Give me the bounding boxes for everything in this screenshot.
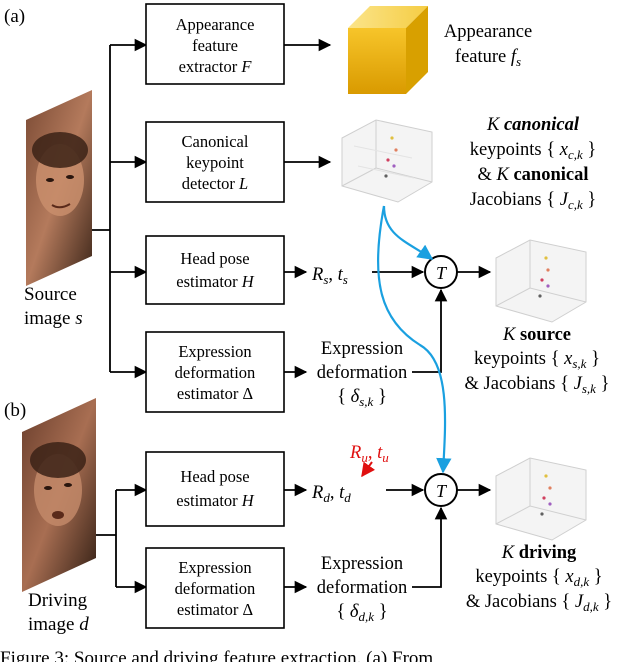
svg-text:keypoints { xd,k }: keypoints { xd,k } [475, 567, 602, 589]
svg-text:Head pose: Head pose [180, 467, 249, 486]
panel-label-b: (b) [4, 400, 26, 421]
expression-deformation-source-label: Expression deformation { δs,k } [317, 339, 407, 409]
appearance-extractor-box: Appearance feature extractor F [145, 3, 285, 85]
source-branch-lines [92, 38, 148, 379]
figure-caption: Figure 3: Source and driving feature ext… [0, 648, 433, 662]
svg-text:Expression: Expression [178, 558, 251, 577]
svg-text:Expression: Expression [321, 554, 403, 574]
driving-keypoints-plot [495, 457, 587, 541]
svg-text:Appearance: Appearance [176, 15, 255, 34]
driving-image-label-1: Driving [28, 590, 88, 611]
expression-estimator-source-box: Expression deformation estimator Δ [145, 331, 285, 413]
arrow-exprd-to-T [412, 506, 448, 588]
svg-text:Expression: Expression [321, 339, 403, 359]
svg-text:Head pose: Head pose [180, 249, 249, 268]
expression-deformation-driving-label: Expression deformation { δd,k } [317, 554, 407, 624]
driving-face-image [22, 398, 96, 592]
arrow-exprs-to-T [412, 288, 448, 373]
svg-text:keypoints { xs,k }: keypoints { xs,k } [474, 349, 600, 371]
svg-text:Canonical: Canonical [182, 132, 249, 151]
svg-text:Jacobians { Jc,k }: Jacobians { Jc,k } [470, 190, 597, 212]
svg-text:deformation: deformation [317, 578, 407, 598]
svg-text:& Jacobians { Jd,k }: & Jacobians { Jd,k } [466, 592, 612, 614]
source-image-label-2: image s [24, 308, 83, 329]
source-keypoints-plot [495, 239, 587, 323]
head-pose-estimator-source-box: Head pose estimator H [145, 235, 285, 305]
head-pose-estimator-driving-box: Head pose estimator H [145, 451, 285, 527]
blue-arrow-canonical-to-driving-T [376, 205, 452, 474]
svg-text:feature: feature [192, 36, 238, 55]
svg-text:K canonical: K canonical [486, 115, 580, 135]
svg-text:{ δd,k }: { δd,k } [336, 602, 387, 624]
transform-node-source: T [424, 255, 458, 289]
source-image-label-1: Source [24, 284, 77, 305]
canonical-keypoints-plot [341, 119, 433, 203]
canonical-keypoint-detector-box: Canonical keypoint detector L [145, 121, 285, 203]
appearance-feature-label-1: Appearance [444, 22, 532, 42]
expression-estimator-driving-box: Expression deformation estimator Δ [145, 547, 285, 629]
canonical-keypoints-label: K canonical keypoints { xc,k } & K canon… [470, 115, 597, 212]
svg-text:K driving: K driving [501, 543, 577, 563]
red-arrow-ru-to-rd [361, 461, 376, 478]
driving-image-label-2: image d [28, 614, 89, 635]
panel-label-a: (a) [4, 6, 25, 27]
rs-ts-label: Rs, ts [311, 265, 348, 287]
svg-text:deformation: deformation [175, 579, 256, 598]
appearance-feature-label-2: feature fs [455, 47, 521, 69]
svg-text:{ δs,k }: { δs,k } [337, 387, 387, 409]
svg-text:T: T [436, 263, 448, 283]
svg-text:estimator H: estimator H [176, 491, 255, 510]
svg-text:detector L: detector L [182, 174, 248, 193]
transform-node-driving: T [424, 473, 458, 507]
blue-arrow-canonical-to-source-T [382, 205, 434, 260]
driving-keypoints-label: K driving keypoints { xd,k } & Jacobians… [466, 543, 612, 614]
ru-tu-label: Ru, tu [349, 443, 389, 465]
svg-text:T: T [436, 481, 448, 501]
svg-text:deformation: deformation [175, 363, 256, 382]
source-face-image [26, 90, 92, 286]
svg-text:estimator H: estimator H [176, 272, 255, 291]
appearance-feature-cube [348, 6, 428, 94]
svg-text:K source: K source [502, 325, 571, 345]
driving-branch-lines [96, 483, 148, 594]
svg-text:& K canonical: & K canonical [477, 165, 588, 185]
svg-text:deformation: deformation [317, 363, 407, 383]
svg-text:keypoint: keypoint [186, 153, 244, 172]
svg-text:& Jacobians { Js,k }: & Jacobians { Js,k } [465, 374, 610, 396]
svg-text:estimator Δ: estimator Δ [177, 600, 253, 619]
svg-text:extractor F: extractor F [179, 57, 253, 76]
svg-text:keypoints { xc,k }: keypoints { xc,k } [470, 140, 597, 162]
source-keypoints-label: K source keypoints { xs,k } & Jacobians … [465, 325, 610, 396]
svg-text:estimator Δ: estimator Δ [177, 384, 253, 403]
rd-td-label: Rd, td [311, 483, 351, 505]
svg-text:Expression: Expression [178, 342, 251, 361]
